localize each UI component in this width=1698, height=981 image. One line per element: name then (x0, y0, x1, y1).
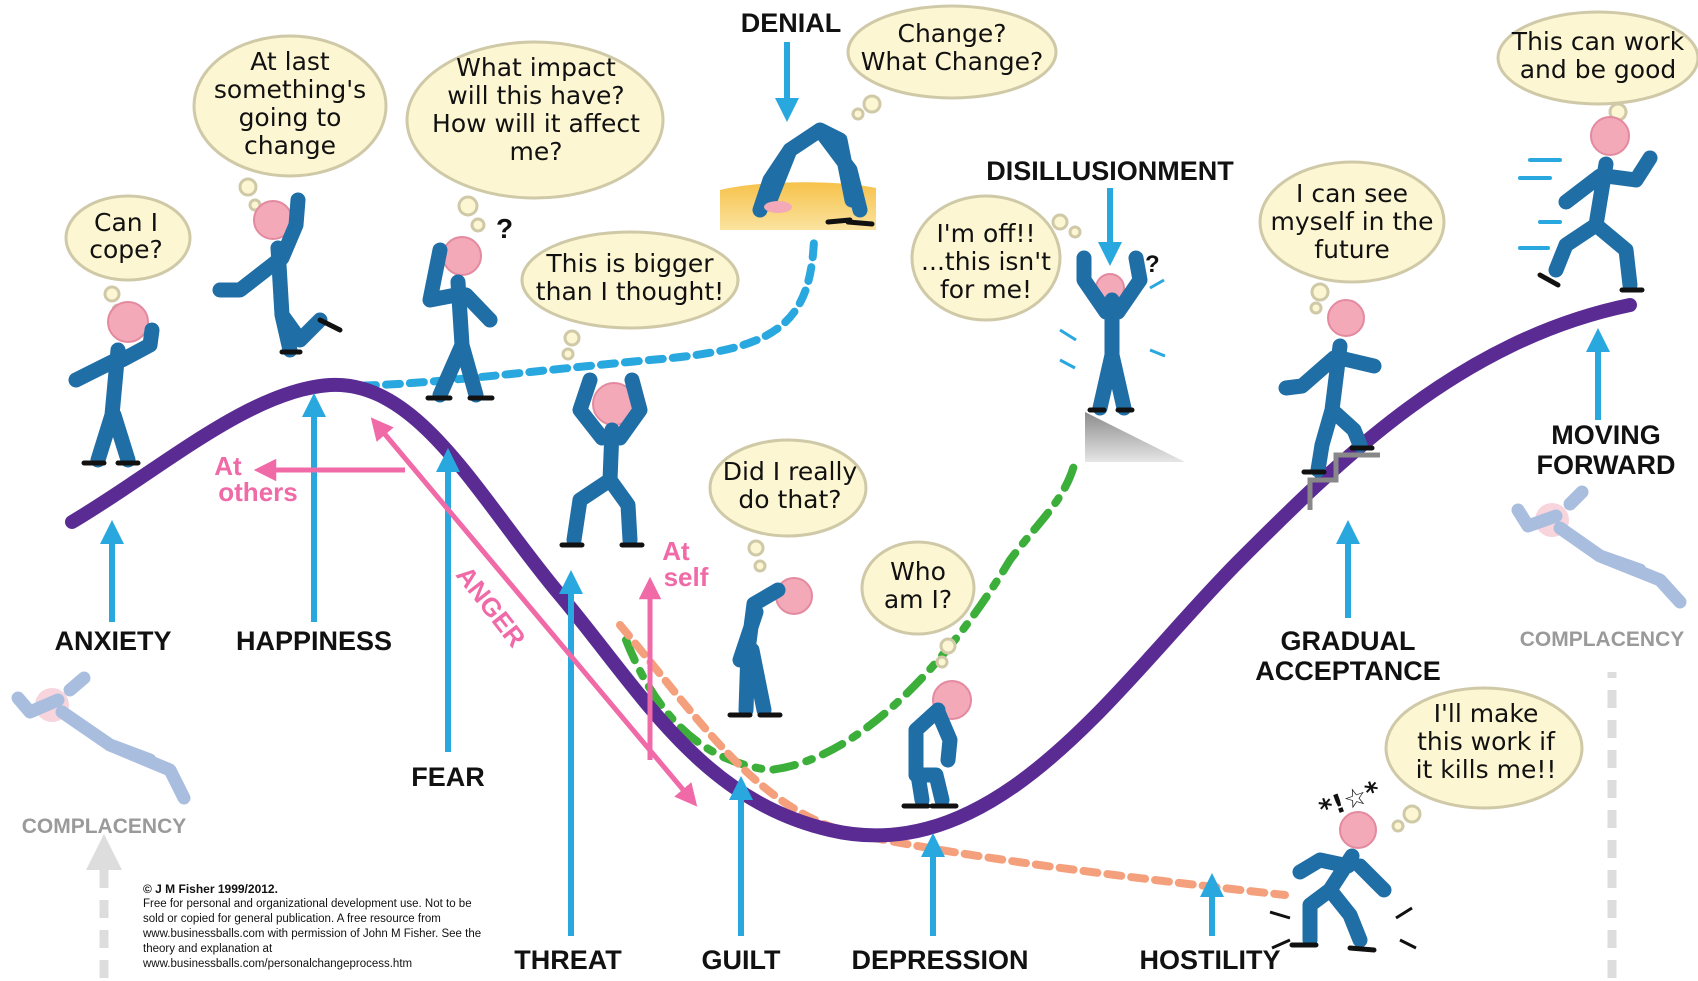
figure-anxiety (68, 301, 160, 468)
svg-text:change: change (244, 131, 336, 160)
svg-text:I'll make: I'll make (1434, 699, 1539, 728)
figure-denial (720, 122, 876, 230)
label-hostility: HOSTILITY (1140, 945, 1281, 975)
label-happiness: HAPPINESS (236, 626, 392, 656)
svg-text:I'm off!!: I'm off!! (936, 219, 1035, 248)
svg-text:me?: me? (509, 137, 562, 166)
bubble-at-last: At last something's going to change (192, 34, 388, 212)
svg-text:cope?: cope? (89, 235, 163, 264)
bubble-change: Change? What Change? (846, 4, 1058, 121)
bubble-im-off: I'm off!! ...this isn't for me! (910, 194, 1082, 322)
anger-diagonal-arrow (370, 417, 698, 807)
figure-hostility: *!☆* (1269, 776, 1417, 953)
figure-complacency-right (1511, 485, 1687, 609)
figure-happiness (212, 192, 343, 358)
label-complacency-left: COMPLACENCY (22, 815, 187, 838)
steps (1307, 452, 1380, 510)
figure-bigger (559, 372, 648, 548)
bubble-make-work: I'll make this work if it kills me!! (1384, 686, 1584, 833)
label-acceptance: ACCEPTANCE (1255, 656, 1441, 686)
figure-moving-forward (1518, 116, 1658, 293)
svg-text:myself in the: myself in the (1270, 207, 1433, 236)
figure-complacency-left (11, 671, 191, 805)
svg-text:will this have?: will this have? (447, 81, 624, 110)
usage-terms: Free for personal and organizational dev… (143, 898, 482, 970)
svg-text:Who: Who (890, 557, 946, 586)
svg-text:do that?: do that? (738, 485, 841, 514)
svg-text:I can see: I can see (1296, 179, 1408, 208)
label-disillusionment: DISILLUSIONMENT (986, 156, 1234, 186)
question-mark-disillusion: ? (1145, 251, 1160, 278)
figure-depression (901, 680, 972, 809)
bubble-see-myself: I can see myself in the future (1258, 160, 1446, 315)
copyright-notice: © J M Fisher 1999/2012. Free for persona… (143, 882, 483, 972)
bubble-what-impact: What impact will this have? How will it … (405, 40, 665, 233)
figure-fear: ? (422, 213, 513, 403)
svg-text:something's: something's (214, 75, 366, 104)
svg-text:Did I really: Did I really (723, 457, 858, 486)
svg-text:Can I: Can I (94, 208, 158, 237)
svg-text:for me!: for me! (940, 275, 1032, 304)
bubble-can-i-cope: Can I cope? (64, 194, 192, 317)
label-forward: FORWARD (1537, 450, 1676, 480)
label-at-self-1: At (662, 536, 690, 566)
figure-gradual-acceptance (1278, 299, 1382, 510)
label-denial: DENIAL (741, 8, 842, 38)
svg-text:At last: At last (250, 47, 330, 76)
label-threat: THREAT (514, 945, 622, 975)
svg-text:am I?: am I? (884, 585, 952, 614)
svg-text:this work if: this work if (1417, 727, 1556, 756)
label-at-others-1: At (214, 451, 242, 481)
svg-text:future: future (1314, 235, 1389, 264)
label-depression: DEPRESSION (851, 945, 1028, 975)
label-anxiety: ANXIETY (54, 626, 171, 656)
svg-text:What Change?: What Change? (861, 47, 1044, 76)
svg-text:This is bigger: This is bigger (545, 249, 714, 278)
label-at-self-2: self (664, 562, 709, 592)
bubble-did-i: Did I really do that? (708, 438, 868, 573)
bubble-bigger: This is bigger than I thought! (520, 230, 740, 361)
figure-disillusionment: ? (1059, 250, 1185, 462)
bubble-who-am-i: Who am I? (860, 540, 976, 669)
label-complacency-right: COMPLACENCY (1520, 628, 1685, 651)
ramp (1085, 412, 1185, 462)
svg-text:than I thought!: than I thought! (536, 277, 724, 306)
copyright-line: © J M Fisher 1999/2012. (143, 882, 278, 896)
label-anger: ANGER (450, 560, 532, 653)
question-mark-fear: ? (496, 213, 513, 244)
label-moving: MOVING (1551, 420, 1661, 450)
bubble-can-work: This can work and be good (1496, 10, 1698, 137)
svg-text:going to: going to (239, 103, 342, 132)
svg-text:How will it affect: How will it affect (432, 109, 640, 138)
svg-text:This can work: This can work (1511, 27, 1685, 56)
svg-text:What impact: What impact (456, 53, 616, 82)
label-gradual: GRADUAL (1281, 626, 1416, 656)
label-at-others-2: others (218, 477, 297, 507)
label-fear: FEAR (411, 762, 485, 792)
svg-text:...this isn't: ...this isn't (921, 247, 1051, 276)
figure-guilt (727, 577, 813, 718)
denial-path (334, 236, 818, 390)
svg-text:it kills me!!: it kills me!! (1416, 755, 1557, 784)
svg-text:and be good: and be good (1520, 55, 1677, 84)
label-guilt: GUILT (702, 945, 781, 975)
svg-text:Change?: Change? (898, 19, 1007, 48)
